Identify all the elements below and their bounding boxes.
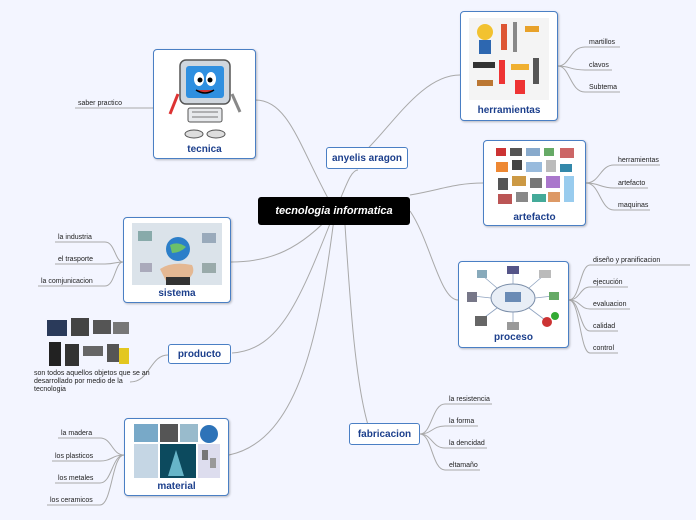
computer-mascot-image [168, 59, 242, 139]
leaf-saber-practico[interactable]: saber practico [78, 100, 122, 107]
leaf-ejecucion[interactable]: ejecución [593, 279, 623, 286]
edge-artefacto [409, 182, 484, 196]
appliances-image [496, 148, 574, 204]
leaf-maquinas[interactable]: maquinas [618, 202, 649, 209]
globe-hand-image [132, 223, 222, 285]
leaf-eltamano[interactable]: eltamaño [449, 462, 478, 469]
materials-collage-image [134, 424, 220, 478]
producto-description: son todos aquellos objetos que se an des… [34, 370, 150, 393]
leaf-la-forma[interactable]: la forma [449, 418, 475, 425]
leaf-la-resistencia[interactable]: la resistencia [449, 396, 490, 403]
node-label: sistema [158, 288, 196, 299]
node-herramientas[interactable]: herramientas [460, 11, 558, 121]
edge-fabricacion [344, 224, 369, 426]
leaf-la-madera[interactable]: la madera [61, 430, 93, 437]
leaf-control[interactable]: control [593, 345, 615, 352]
node-anyelis-aragon[interactable]: anyelis aragon [326, 147, 408, 169]
node-label: material [157, 481, 196, 492]
leaf-la-industria[interactable]: la industria [58, 234, 92, 241]
edge-material [228, 210, 336, 456]
leaf-martillos[interactable]: martillos [589, 39, 616, 46]
edge-producto [231, 210, 336, 354]
leaf-subtema[interactable]: Subtema [589, 84, 618, 91]
node-sistema[interactable]: sistema [123, 217, 231, 303]
leaf-la-dencidad[interactable]: la dencidad [449, 440, 485, 447]
node-label: proceso [494, 332, 533, 343]
node-label: artefacto [513, 212, 556, 223]
node-fabricacion[interactable]: fabricacion [349, 423, 420, 445]
products-image [47, 318, 129, 366]
central-topic[interactable]: tecnologia informatica [258, 197, 410, 225]
node-proceso[interactable]: proceso [458, 261, 569, 348]
tools-image [469, 18, 549, 100]
leaf-herramientas-2[interactable]: herramientas [618, 157, 659, 164]
node-label: tecnica [187, 144, 222, 155]
node-material[interactable]: material [124, 418, 229, 496]
leaf-clavos[interactable]: clavos [589, 62, 609, 69]
node-producto[interactable]: producto [168, 344, 231, 364]
leaf-la-comjunicacion[interactable]: la comjunicacion [41, 278, 93, 285]
node-tecnica[interactable]: tecnica [153, 49, 256, 159]
node-artefacto[interactable]: artefacto [483, 140, 586, 226]
edge-tecnica [254, 99, 336, 212]
leaf-el-trasporte[interactable]: el trasporte [58, 256, 94, 263]
process-diagram-image [467, 266, 559, 330]
leaf-los-plasticos[interactable]: los plasticos [55, 453, 94, 460]
edge-proceso [409, 210, 459, 301]
leaf-los-ceramicos[interactable]: los ceramicos [50, 497, 93, 504]
leaf-artefacto[interactable]: artefacto [618, 180, 646, 187]
edge-herramientas [357, 74, 461, 159]
leaf-los-metales[interactable]: los metales [58, 475, 94, 482]
leaf-calidad[interactable]: calidad [593, 323, 616, 330]
node-label: herramientas [477, 105, 541, 116]
leaf-evaluacion[interactable]: evaluacion [593, 301, 627, 308]
leaf-diseno-y-pranificacion[interactable]: diseño y pranificacion [593, 257, 661, 264]
